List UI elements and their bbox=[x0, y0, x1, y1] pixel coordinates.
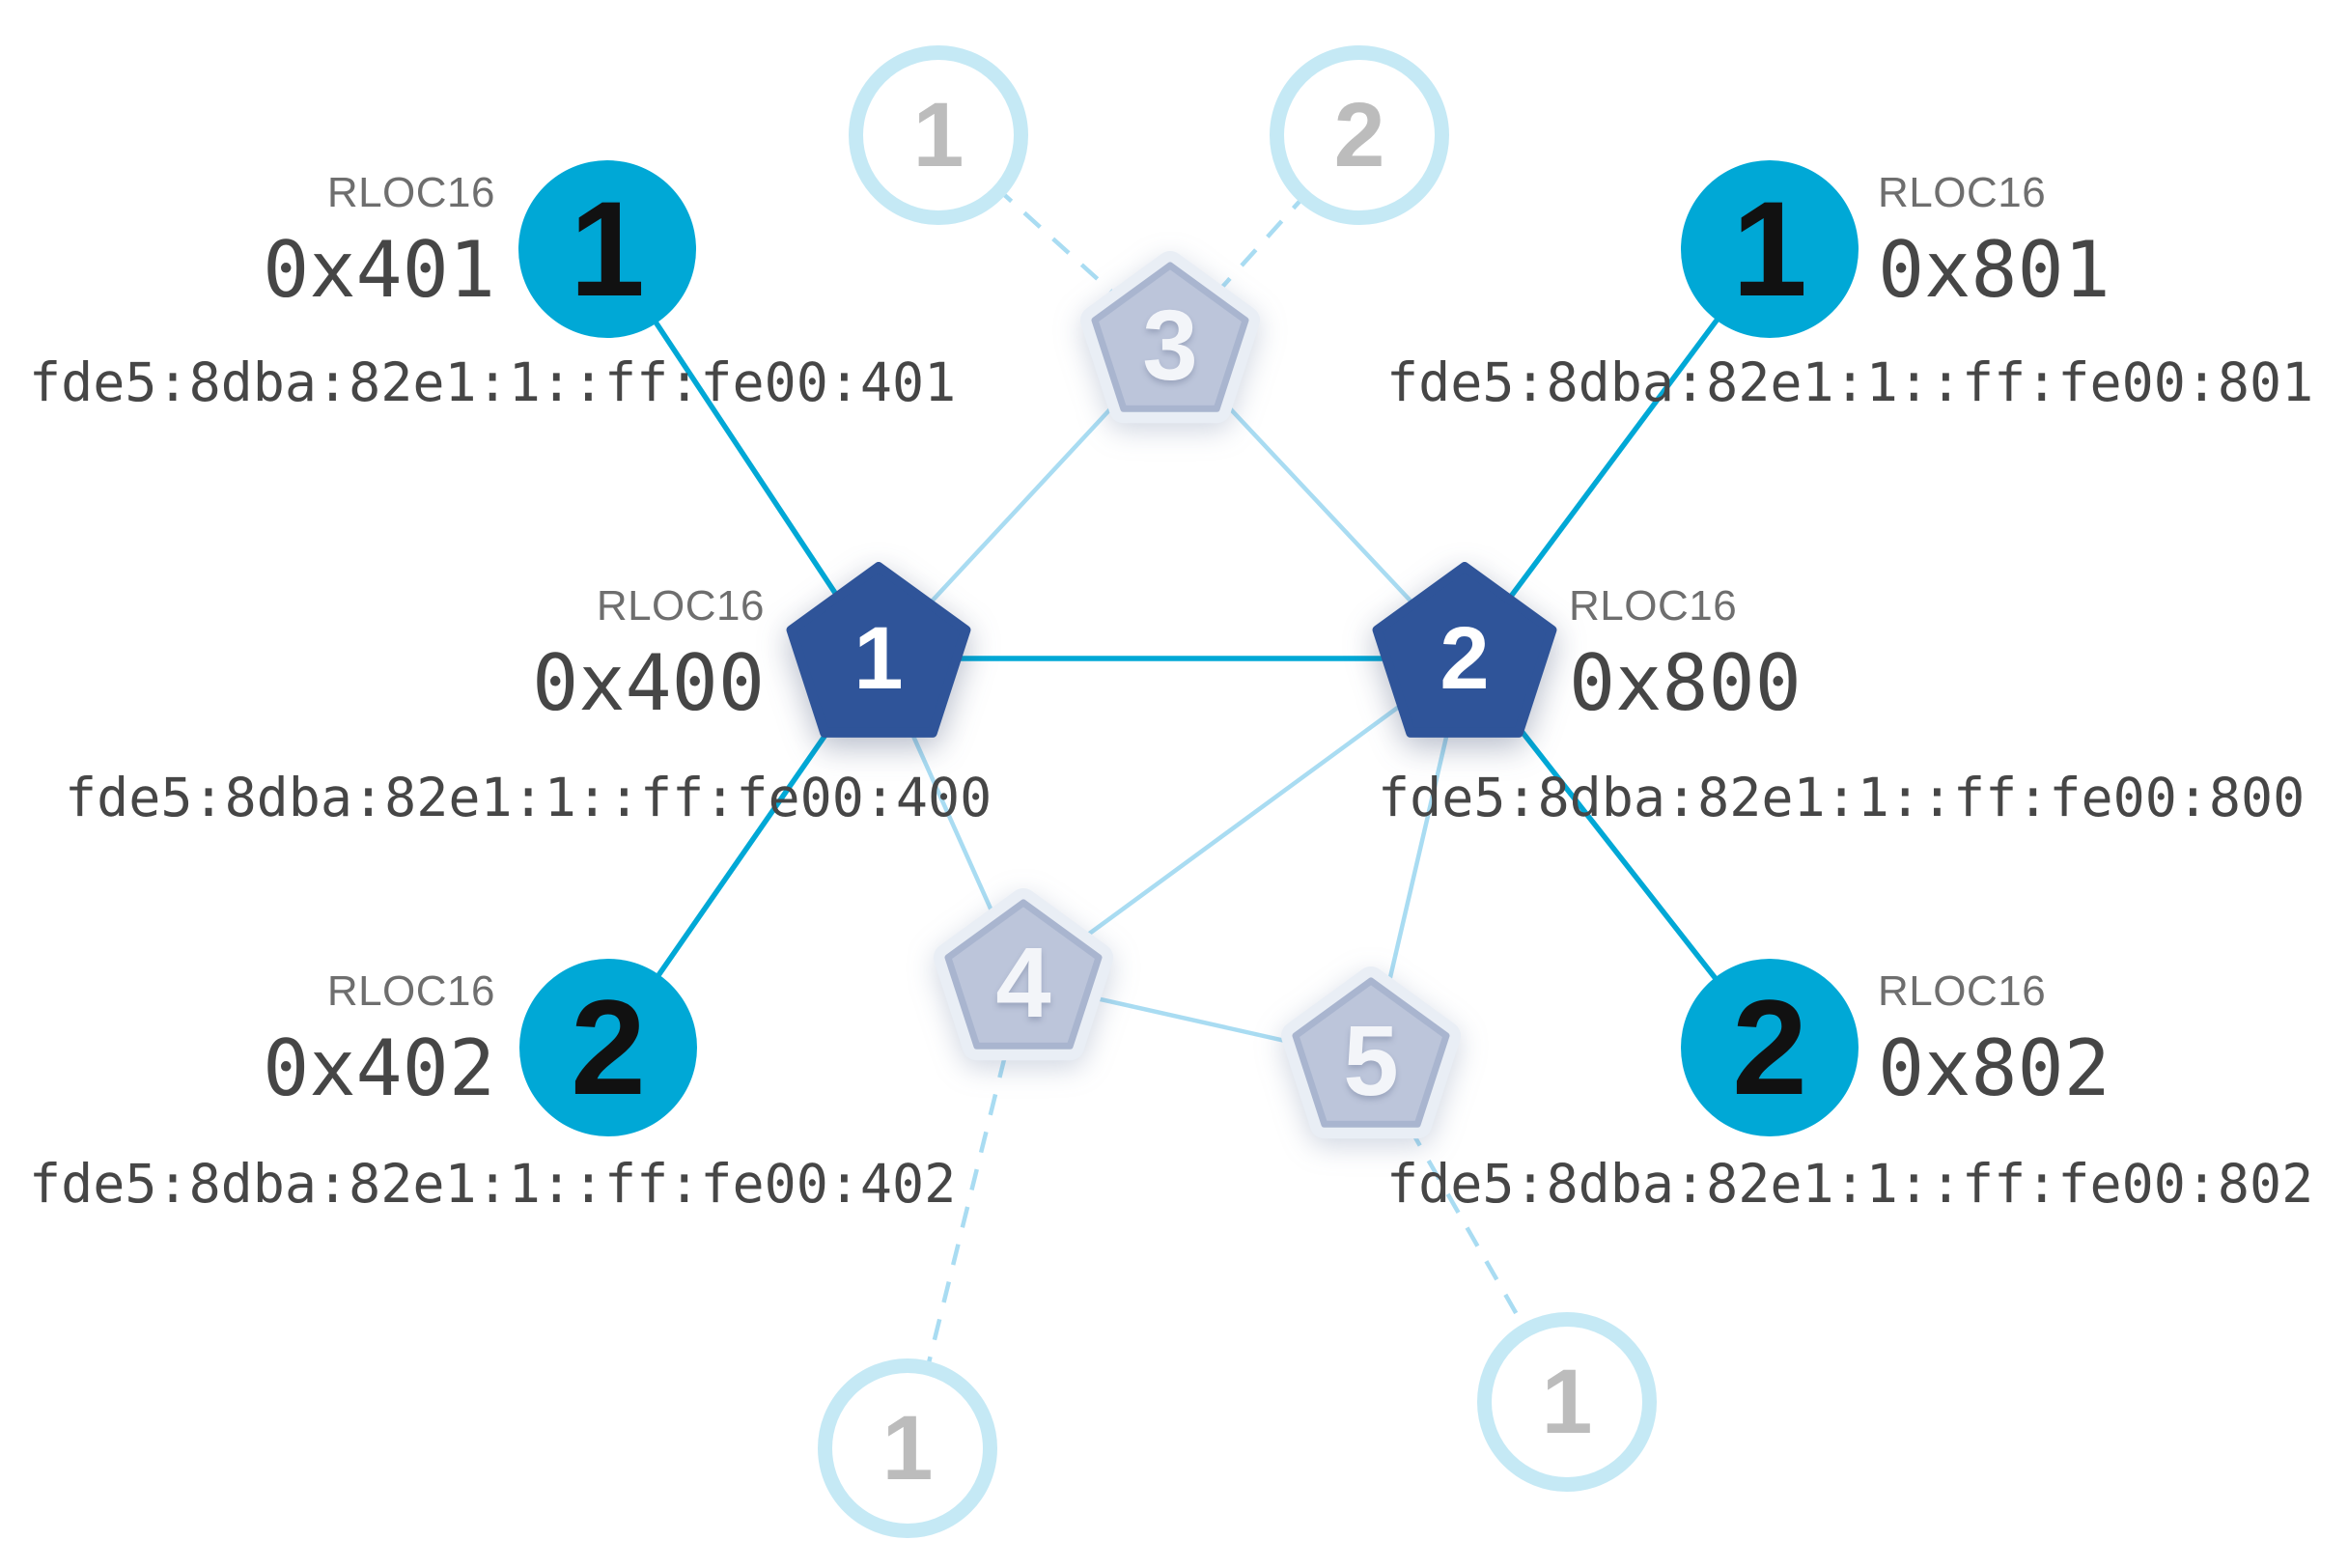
node-number: 1 bbox=[1541, 1350, 1593, 1453]
pentagon-body bbox=[786, 562, 971, 738]
node-number: 2 bbox=[1732, 971, 1807, 1123]
node-label-0x800: RLOC16 0x800 bbox=[1569, 578, 1802, 733]
rloc16-value-0x802: 0x802 bbox=[1878, 1023, 2110, 1113]
faded-child-bottom-2-node: 1 bbox=[1477, 1312, 1657, 1492]
node-number: 4 bbox=[995, 926, 1051, 1038]
node-label-0x400: RLOC16 0x400 bbox=[532, 578, 765, 733]
rloc16-value-0x401: 0x401 bbox=[263, 225, 495, 315]
router-1-node: 1 bbox=[782, 562, 975, 755]
router-pentagon-icon bbox=[786, 562, 971, 738]
node-number: 1 bbox=[570, 173, 645, 324]
router-4-node: 4 bbox=[934, 888, 1113, 1071]
node-label-0x801: RLOC16 0x801 bbox=[1878, 165, 2110, 320]
node-number: 1 bbox=[853, 609, 904, 708]
node-number: 5 bbox=[1343, 1004, 1399, 1116]
node-label-0x802: RLOC16 0x802 bbox=[1878, 964, 2110, 1118]
node-number: 1 bbox=[1732, 173, 1807, 324]
node-label-0x401: RLOC16 0x401 bbox=[263, 165, 495, 320]
node-label-0x402: RLOC16 0x402 bbox=[263, 964, 495, 1118]
router-5-node: 5 bbox=[1281, 966, 1461, 1149]
rloc16-value-0x400: 0x400 bbox=[532, 638, 765, 728]
router-pentagon-icon bbox=[1281, 966, 1461, 1139]
router-2-node: 2 bbox=[1368, 562, 1561, 755]
faded-child-top-2-node: 2 bbox=[1270, 45, 1449, 225]
ipv6-address-0x801: fde5:8dba:82e1:1::ff:fe00:801 bbox=[1386, 351, 2314, 413]
child-0x802-node: 2 bbox=[1681, 959, 1859, 1136]
router-pentagon-icon bbox=[1372, 562, 1557, 738]
ipv6-address-0x800: fde5:8dba:82e1:1::ff:fe00:800 bbox=[1378, 767, 2306, 828]
ipv6-address-0x802: fde5:8dba:82e1:1::ff:fe00:802 bbox=[1386, 1153, 2314, 1215]
pentagon-body bbox=[1292, 977, 1450, 1128]
rloc16-value-0x800: 0x800 bbox=[1569, 638, 1802, 728]
router-pentagon-icon bbox=[1080, 251, 1260, 424]
rloc16-caption: RLOC16 bbox=[326, 967, 495, 1015]
node-number: 1 bbox=[881, 1396, 934, 1499]
rloc16-caption: RLOC16 bbox=[596, 582, 765, 630]
ipv6-address-0x400: fde5:8dba:82e1:1::ff:fe00:400 bbox=[65, 767, 992, 828]
rloc16-caption: RLOC16 bbox=[1569, 582, 1738, 630]
faded-child-bottom-1-node: 1 bbox=[818, 1358, 997, 1538]
rloc16-value-0x402: 0x402 bbox=[263, 1023, 495, 1113]
ipv6-address-0x401: fde5:8dba:82e1:1::ff:fe00:401 bbox=[29, 351, 957, 413]
child-0x801-node: 1 bbox=[1681, 160, 1859, 338]
node-number: 2 bbox=[571, 971, 646, 1123]
pentagon-body bbox=[1372, 562, 1557, 738]
router-pentagon-icon bbox=[934, 888, 1113, 1061]
child-0x402-node: 2 bbox=[519, 959, 697, 1136]
rloc16-value-0x801: 0x801 bbox=[1878, 225, 2110, 315]
ipv6-address-0x402: fde5:8dba:82e1:1::ff:fe00:402 bbox=[29, 1153, 957, 1215]
rloc16-caption: RLOC16 bbox=[326, 169, 495, 216]
node-number: 2 bbox=[1333, 83, 1385, 186]
link-router-2-router-4 bbox=[1021, 657, 1467, 984]
child-0x401-node: 1 bbox=[518, 160, 696, 338]
pentagon-body bbox=[944, 899, 1103, 1050]
node-number: 1 bbox=[912, 83, 964, 186]
rloc16-caption: RLOC16 bbox=[1878, 169, 2047, 216]
router-3-node: 3 bbox=[1080, 251, 1260, 434]
node-number: 2 bbox=[1440, 609, 1490, 708]
faded-child-top-1-node: 1 bbox=[849, 45, 1028, 225]
pentagon-body bbox=[1091, 262, 1249, 412]
node-number: 3 bbox=[1142, 289, 1198, 401]
rloc16-caption: RLOC16 bbox=[1878, 967, 2047, 1015]
